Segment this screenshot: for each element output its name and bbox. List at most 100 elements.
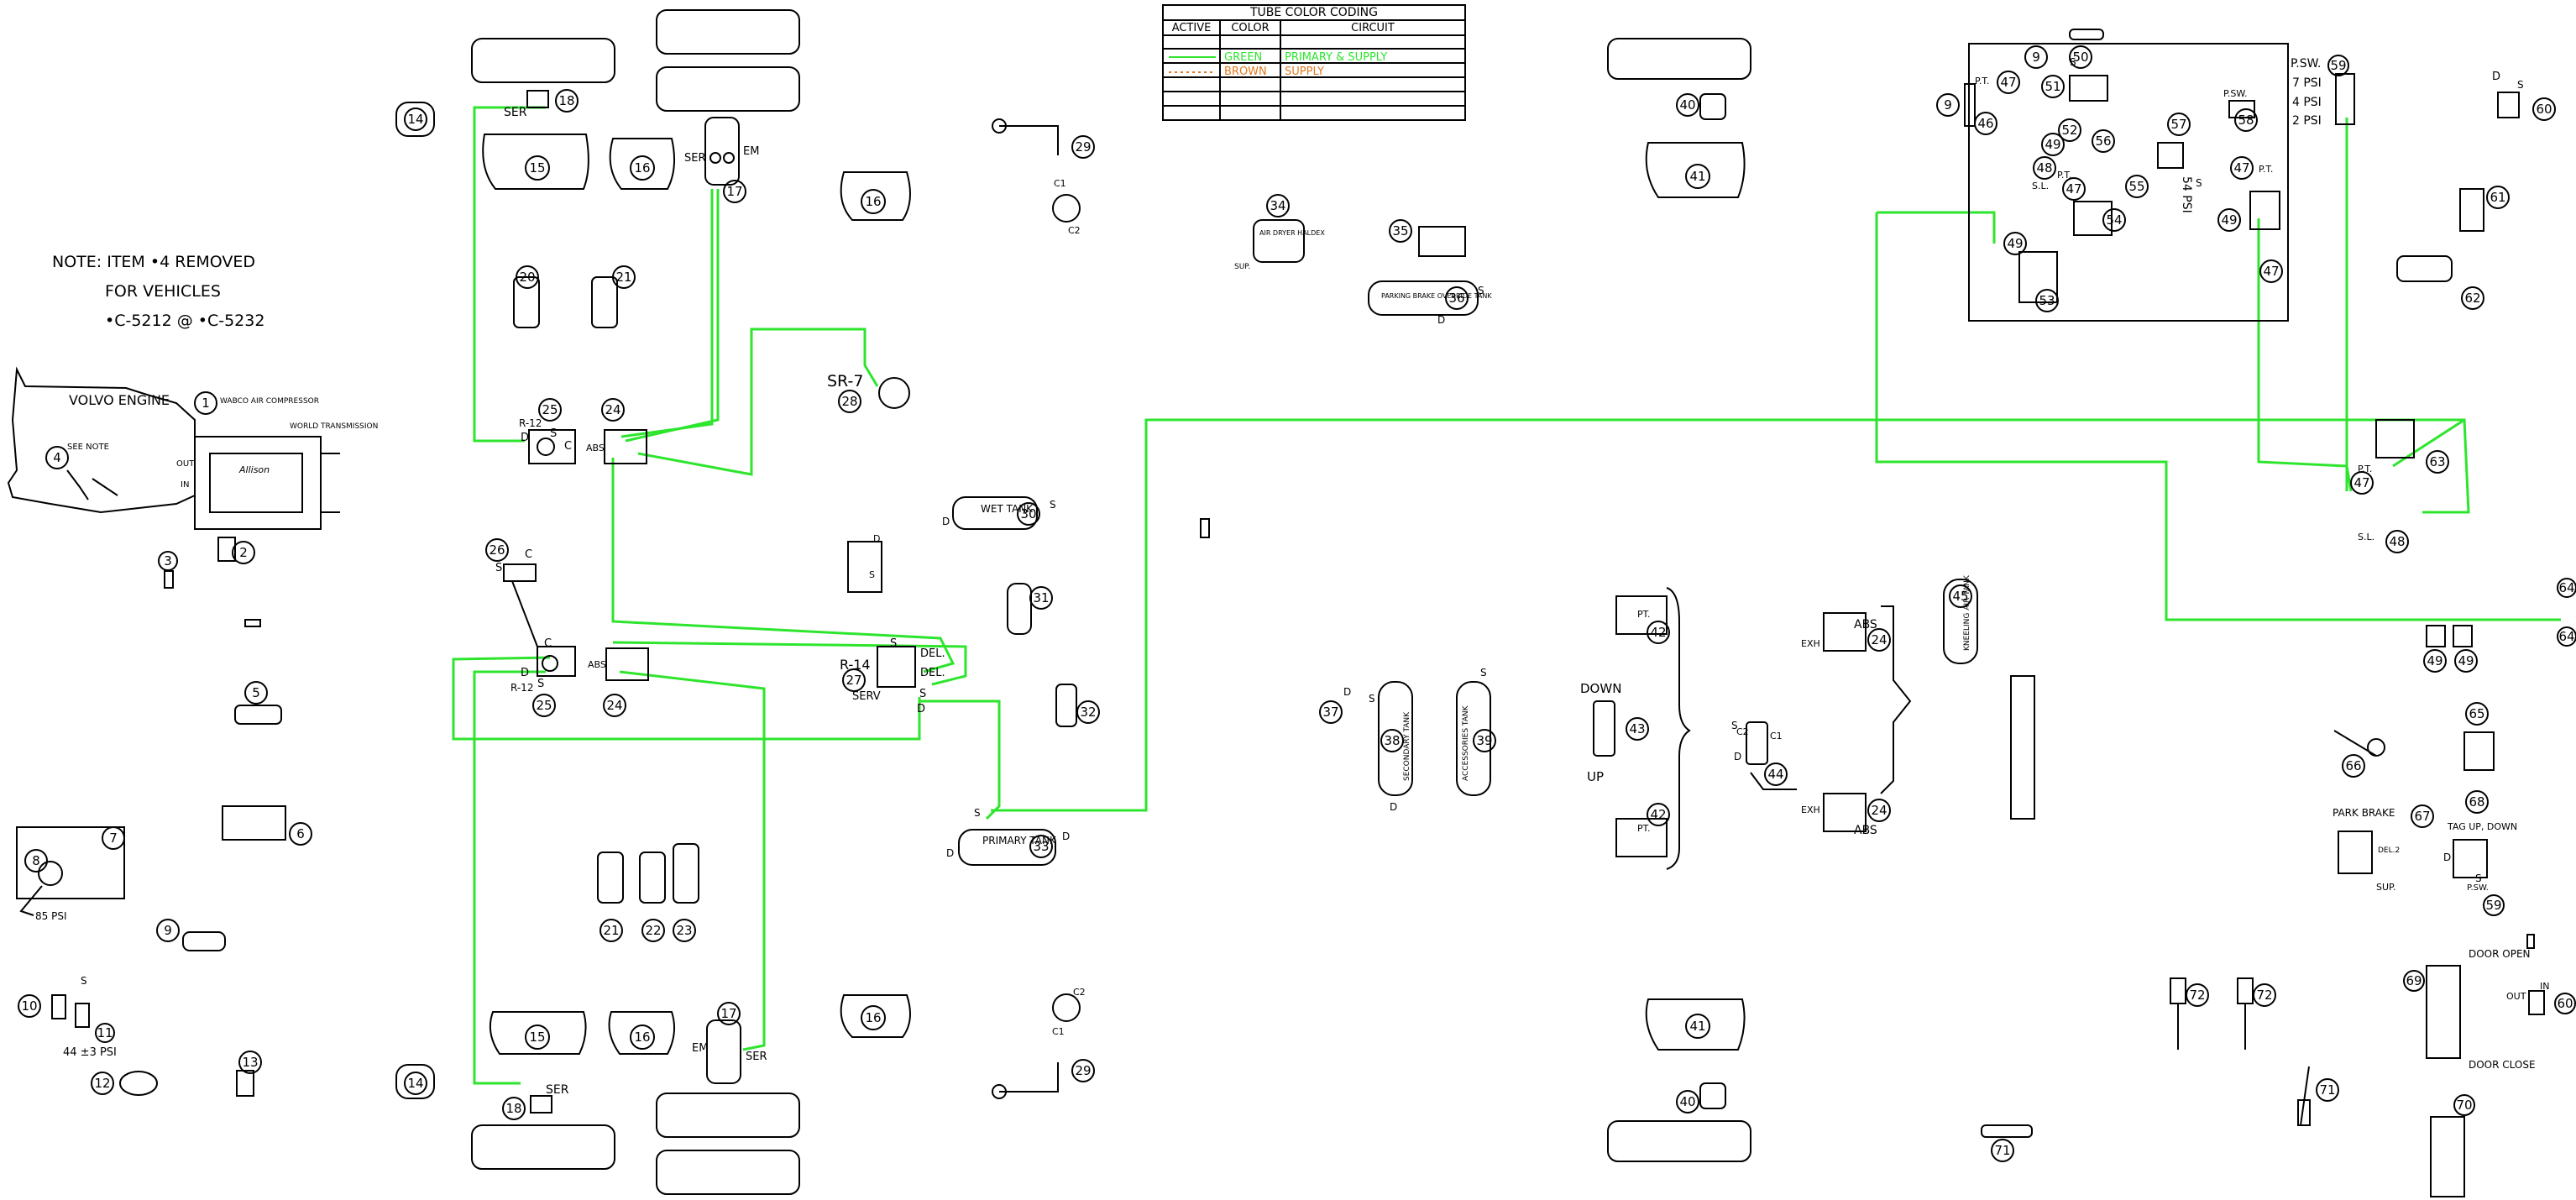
svg-text:30: 30 xyxy=(1020,506,1036,521)
svg-text:9: 9 xyxy=(2032,50,2040,65)
svg-text:47: 47 xyxy=(2066,181,2081,197)
up-label: UP xyxy=(1587,769,1604,784)
port-s-60: S xyxy=(2517,79,2524,91)
port-d-36: D xyxy=(1437,314,1445,326)
note-line-1: NOTE: ITEM •4 REMOVED xyxy=(52,253,255,271)
svg-text:52: 52 xyxy=(2061,123,2077,138)
r12-label-top: R-12 xyxy=(519,417,542,429)
port-d-33-left: D xyxy=(946,847,954,859)
svg-text:64: 64 xyxy=(2558,629,2574,644)
svg-text:31: 31 xyxy=(1033,590,1049,605)
abs-label-mid: ABS xyxy=(588,659,606,670)
down-label: DOWN xyxy=(1580,681,1621,696)
port-d-wet: D xyxy=(873,533,880,544)
green-tubing xyxy=(452,106,2561,1085)
park-brake-label: PARK BRAKE xyxy=(2333,807,2395,819)
svg-text:16: 16 xyxy=(865,194,881,209)
svg-text:8: 8 xyxy=(32,853,40,868)
svg-text:9: 9 xyxy=(164,923,172,938)
svg-text:51: 51 xyxy=(2045,79,2060,94)
svg-text:22: 22 xyxy=(645,923,661,938)
secondary-tank-label: SECONDARY TANK xyxy=(1403,711,1411,781)
svg-text:38: 38 xyxy=(1384,733,1400,748)
port-d-44: D xyxy=(1734,751,1741,762)
svg-text:32: 32 xyxy=(1080,705,1096,720)
svg-text:47: 47 xyxy=(2233,160,2249,176)
psi-85: 85 PSI xyxy=(35,910,66,922)
middle-axle: 26 C ABS R-12 25 24 21 22 23 xyxy=(485,538,699,942)
abs-label-right-bottom: ABS xyxy=(1854,824,1877,837)
svg-text:41: 41 xyxy=(1689,1019,1705,1034)
svg-text:54: 54 xyxy=(2106,212,2122,228)
ser-label-top: SER xyxy=(504,106,527,119)
legend-green-color: GREEN xyxy=(1224,51,1262,64)
engine-title: VOLVO ENGINE xyxy=(69,392,170,408)
svg-text:18: 18 xyxy=(505,1101,521,1116)
c-label-26: C xyxy=(525,548,532,561)
svg-text:16: 16 xyxy=(634,160,650,176)
far-right-d-60: D xyxy=(2492,71,2500,83)
del-label-r14-a: DEL. xyxy=(920,647,945,660)
door-open-label: DOOR OPEN xyxy=(2469,948,2531,960)
accessories-tank-label: ACCESSORIES TANK xyxy=(1462,705,1470,781)
ser-label-top-chamber: SER xyxy=(684,152,706,165)
pt-label-42b: PT. xyxy=(1637,823,1651,834)
note-line-2: FOR VEHICLES xyxy=(105,282,221,301)
sup-label: SUP. xyxy=(1234,263,1250,271)
svg-text:56: 56 xyxy=(2095,134,2111,149)
pt-label-47b: P.T. xyxy=(2057,170,2071,181)
svg-text:2: 2 xyxy=(239,545,248,560)
c2-label-top: C2 xyxy=(1068,225,1081,236)
svg-text:47: 47 xyxy=(2353,475,2369,490)
engine-see-note: SEE NOTE xyxy=(67,443,109,452)
r14-label: R-14 xyxy=(840,657,871,673)
svg-text:68: 68 xyxy=(2469,794,2484,810)
svg-text:5: 5 xyxy=(252,685,260,700)
svg-text:27: 27 xyxy=(846,673,861,688)
psi-7-label: 7 PSI xyxy=(2292,76,2322,90)
kneeling-tank-label: KNEELING AIR TANK xyxy=(1963,574,1971,651)
port-labels: S D C S C D S S S D D S S D S D D D S S … xyxy=(495,56,2524,893)
svg-text:65: 65 xyxy=(2469,706,2484,721)
svg-text:60: 60 xyxy=(2557,996,2573,1011)
legend-header-active: ACTIVE xyxy=(1172,22,1212,34)
svg-text:14: 14 xyxy=(407,1076,423,1091)
svg-text:49: 49 xyxy=(2458,653,2474,668)
port-s-57: S xyxy=(2196,177,2202,189)
primary-tank-label: PRIMARY TANK xyxy=(982,835,1057,846)
sr7-label: SR-7 xyxy=(827,372,863,390)
svg-text:20: 20 xyxy=(519,270,535,285)
engine-out: OUT xyxy=(176,459,195,469)
svg-text:71: 71 xyxy=(1994,1143,2010,1158)
svg-text:16: 16 xyxy=(865,1010,881,1025)
svg-text:66: 66 xyxy=(2345,758,2361,773)
svg-text:61: 61 xyxy=(2490,190,2505,205)
port-c-25-top: C xyxy=(564,440,572,453)
sl-label-panel: S.L. xyxy=(2032,181,2049,191)
svg-text:16: 16 xyxy=(634,1030,650,1045)
svg-text:72: 72 xyxy=(2189,988,2205,1003)
parking-tank-label: PARKING BRAKE OVERRIDE TANK xyxy=(1381,292,1492,300)
svg-text:40: 40 xyxy=(1679,97,1695,113)
svg-text:24: 24 xyxy=(1871,803,1887,818)
svg-text:28: 28 xyxy=(841,394,857,409)
svg-text:42: 42 xyxy=(1650,807,1666,822)
svg-text:44: 44 xyxy=(1767,767,1783,782)
svg-text:6: 6 xyxy=(296,826,305,841)
svg-text:59: 59 xyxy=(2485,898,2501,913)
port-d-68: D xyxy=(2443,852,2451,863)
port-d-25-mid: D xyxy=(521,667,529,679)
svg-text:60: 60 xyxy=(2536,102,2552,117)
svg-text:45: 45 xyxy=(1952,589,1968,604)
port-s-50: S xyxy=(2070,56,2076,68)
svg-text:72: 72 xyxy=(2256,988,2272,1003)
svg-text:58: 58 xyxy=(2238,113,2254,128)
port-d-33: D xyxy=(1062,831,1070,842)
svg-text:39: 39 xyxy=(1476,733,1492,748)
port-s-37: S xyxy=(1369,693,1375,705)
svg-text:10: 10 xyxy=(21,998,37,1014)
center-parts: 16 16 29 C1 C2 C2 C1 29 SR-7 28 WET TANK… xyxy=(827,118,1210,1099)
port-s-25-top: S xyxy=(550,427,557,440)
port-s-27-out: S xyxy=(919,688,926,700)
